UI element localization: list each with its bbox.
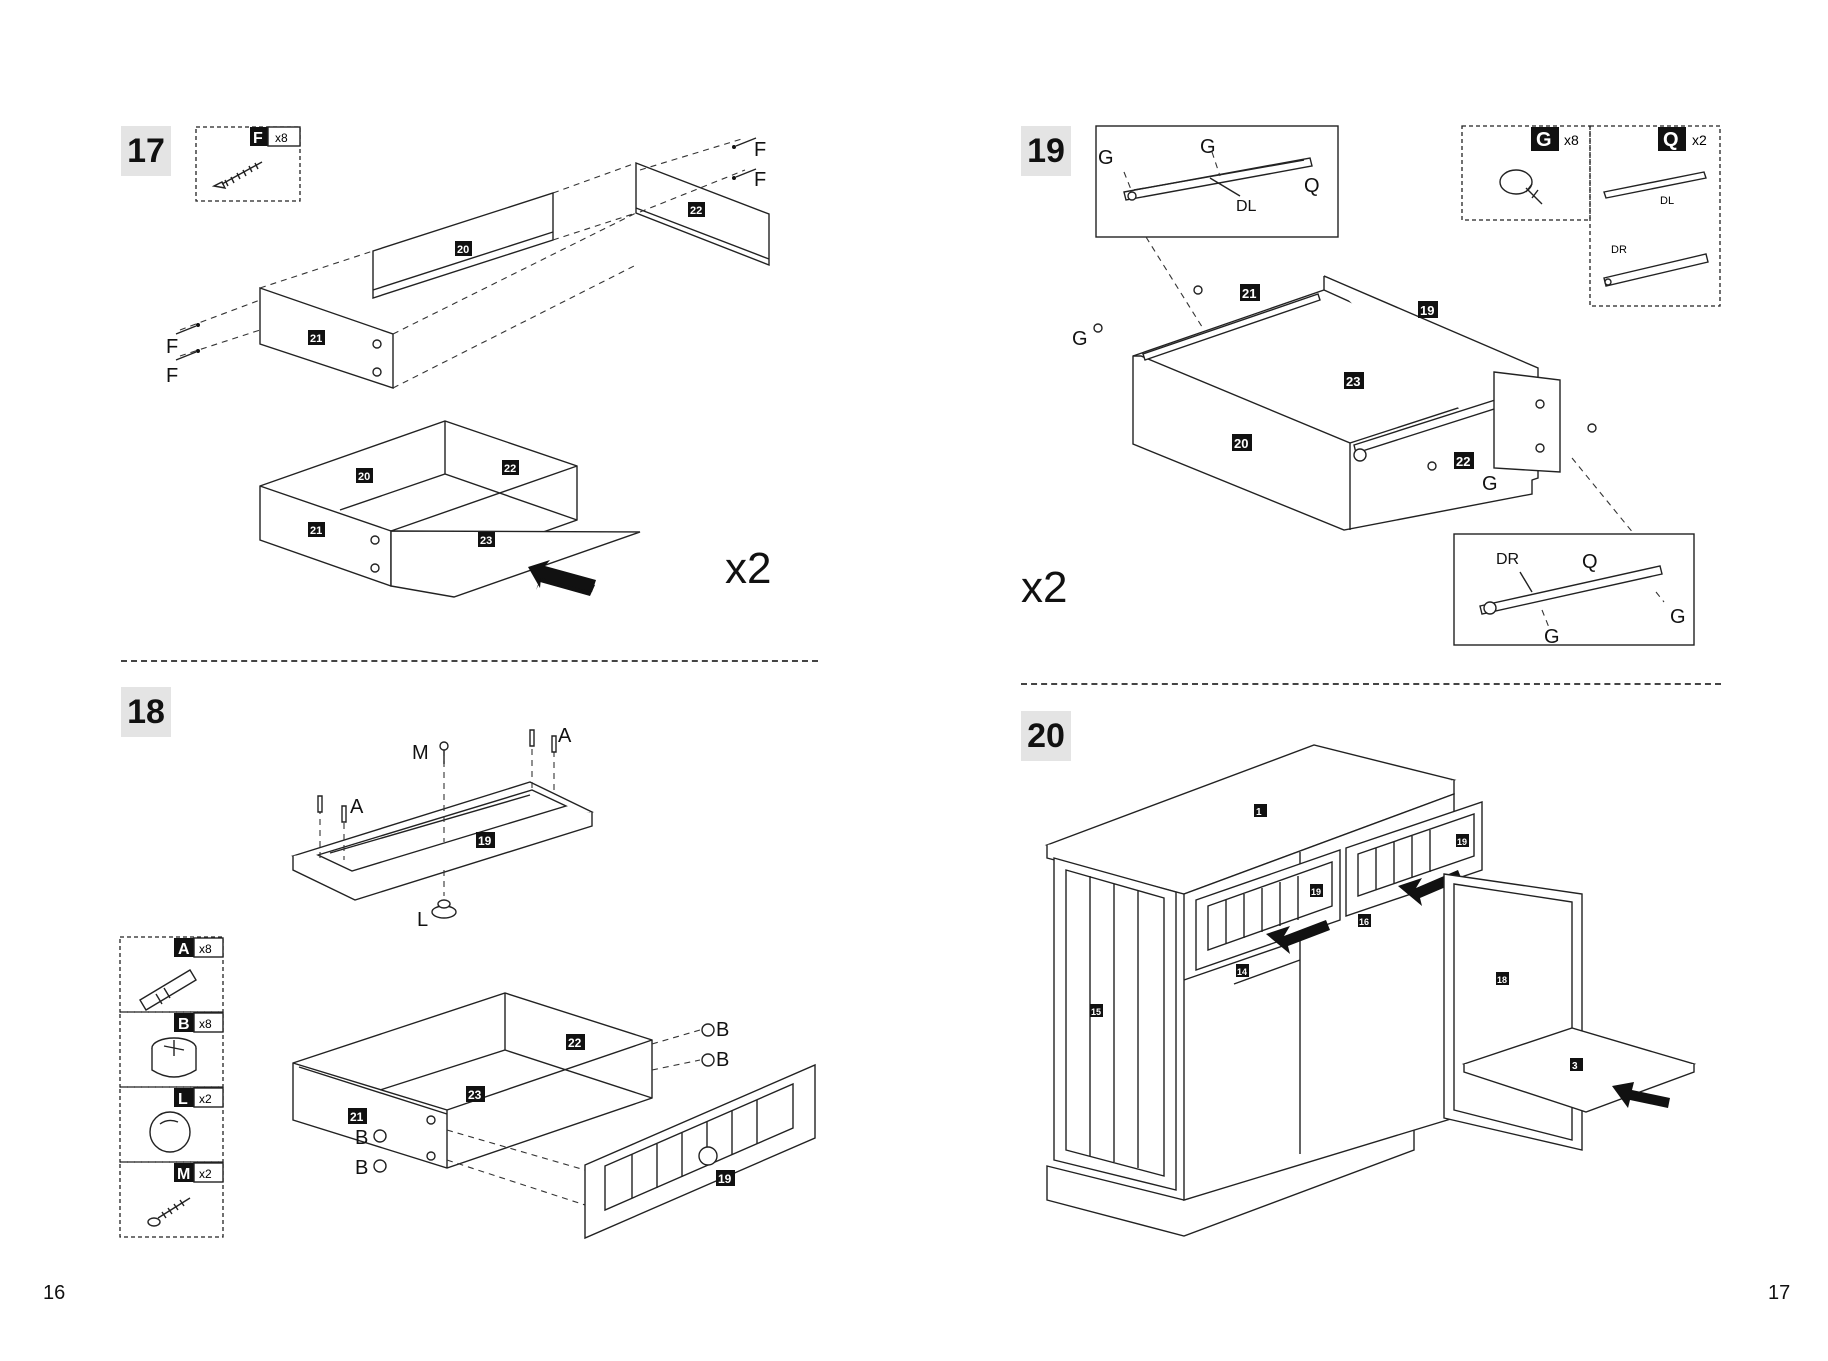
label-15: 15 <box>1091 1007 1101 1017</box>
right-page: 19 G G Q DL G x8 Q x2 DL DR <box>914 0 1828 1361</box>
part-l-qty: x2 <box>199 1092 212 1106</box>
callout-b-3: B <box>716 1019 729 1041</box>
label-19a: 19 <box>478 834 492 848</box>
part-m-letter: M <box>177 1166 190 1183</box>
label-22-18: 22 <box>568 1036 582 1050</box>
callout-b-4: B <box>716 1049 729 1071</box>
knob-l-part-icon <box>150 1112 190 1152</box>
screw-m-part-icon <box>148 1198 190 1226</box>
callout-m: M <box>412 742 429 764</box>
label-18: 18 <box>1497 975 1507 985</box>
label-3: 3 <box>1572 1061 1578 1072</box>
callout-b-2: B <box>355 1157 368 1179</box>
label-1: 1 <box>1256 807 1262 818</box>
label-21-18: 21 <box>350 1110 364 1124</box>
knob-l-icon <box>432 900 456 918</box>
dowel-a-part-icon <box>140 970 196 1010</box>
part-m-qty: x2 <box>199 1167 212 1181</box>
label-19-left: 19 <box>1311 887 1321 897</box>
door-18 <box>1444 874 1582 1150</box>
side-panel-15 <box>1054 858 1176 1190</box>
callout-a-2: A <box>350 796 364 818</box>
part-b-qty: x8 <box>199 1017 212 1031</box>
callout-l: L <box>417 909 428 931</box>
step-18-diagram: 19 M A A L A x8 B x8 L x2 M <box>0 0 914 1361</box>
callout-a-1: A <box>558 725 572 747</box>
step-20-diagram: 1 15 14 16 19 19 18 3 <box>914 0 1828 1361</box>
cam-lock-b-icon <box>152 1038 196 1077</box>
page-number-left: 16 <box>43 1282 65 1305</box>
knob-icon <box>699 1147 717 1165</box>
label-16: 16 <box>1359 917 1369 927</box>
label-23-18: 23 <box>468 1088 482 1102</box>
part-a-letter: A <box>178 941 190 958</box>
part-l-letter: L <box>178 1091 188 1108</box>
label-19-right: 19 <box>1457 837 1467 847</box>
label-19b: 19 <box>718 1172 732 1186</box>
page-number-right: 17 <box>1768 1282 1790 1305</box>
part-b-letter: B <box>178 1016 190 1033</box>
screw-m-icon <box>440 742 448 764</box>
part-a-qty: x8 <box>199 942 212 956</box>
label-14: 14 <box>1237 967 1247 977</box>
callout-b-1: B <box>355 1127 368 1149</box>
left-page: 17 F x8 20 22 21 <box>0 0 914 1361</box>
